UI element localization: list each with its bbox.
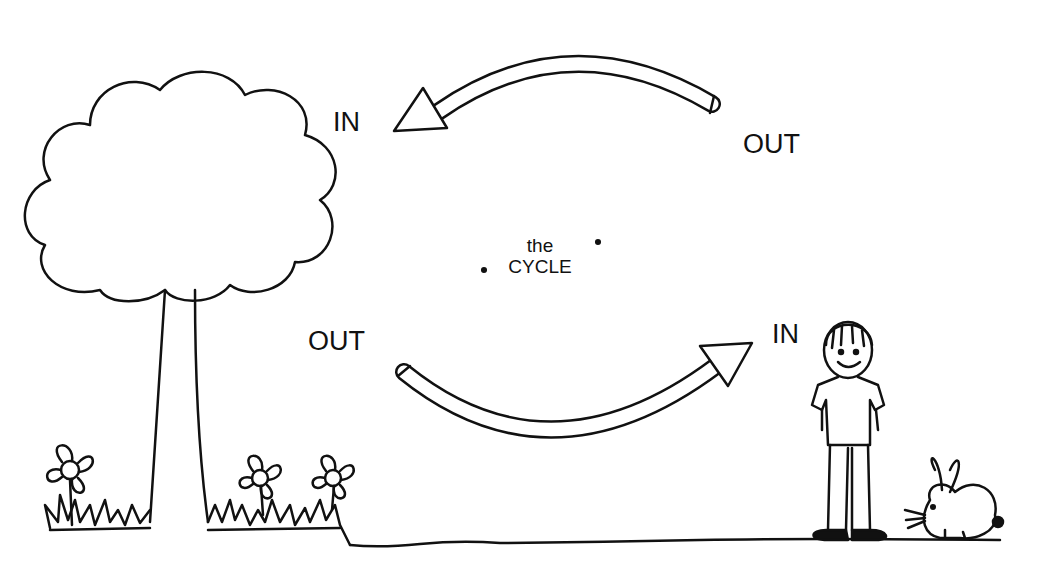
top-arrow — [394, 64, 714, 131]
tree-trunk — [150, 290, 208, 522]
bottom-arrow — [398, 343, 752, 430]
dot — [482, 268, 486, 272]
dot — [596, 240, 600, 244]
tree-canopy — [25, 72, 336, 301]
flow-label: OUT — [308, 327, 365, 357]
grass — [45, 495, 350, 545]
flow-label: IN — [772, 320, 799, 350]
cycle-title: the CYCLE — [495, 236, 585, 278]
bunny — [905, 458, 1003, 538]
flow-label: OUT — [743, 130, 800, 160]
ground-line — [50, 528, 1000, 546]
flower — [313, 456, 354, 510]
flower — [240, 456, 281, 515]
flower — [47, 445, 93, 525]
person — [812, 322, 886, 540]
flow-label: IN — [333, 108, 360, 138]
